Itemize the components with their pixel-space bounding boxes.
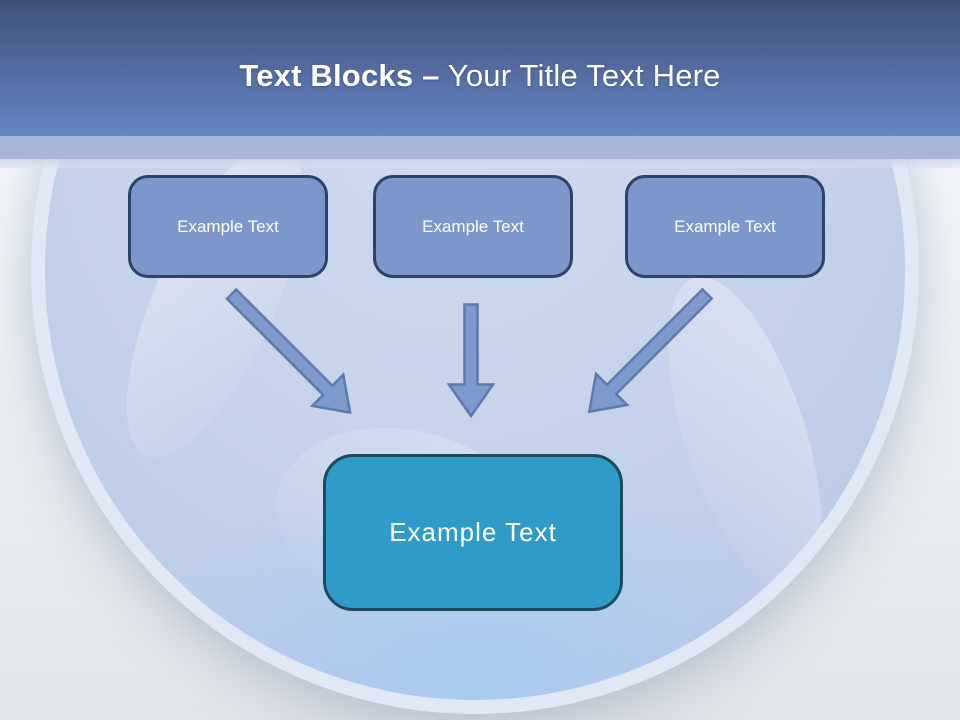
text-block-3: Example Text (625, 175, 825, 278)
slide-title-rest: Your Title Text Here (447, 58, 721, 93)
arrow-down-right-icon (225, 287, 352, 415)
text-block-1-label: Example Text (177, 216, 279, 236)
slide-title: Text Blocks – Your Title Text Here (239, 42, 720, 94)
result-block-label: Example Text (389, 517, 557, 547)
arrow-down-left-icon (587, 287, 714, 414)
slide-title-emphasis: Text Blocks – (239, 58, 440, 93)
header-accent-band (0, 136, 960, 168)
text-block-3-label: Example Text (674, 216, 776, 236)
arrow-down-icon (447, 303, 495, 418)
title-bar: Text Blocks – Your Title Text Here (0, 0, 960, 136)
text-block-1: Example Text (128, 175, 328, 278)
text-block-2: Example Text (373, 175, 573, 278)
result-block: Example Text (323, 454, 623, 611)
text-block-2-label: Example Text (422, 216, 524, 236)
